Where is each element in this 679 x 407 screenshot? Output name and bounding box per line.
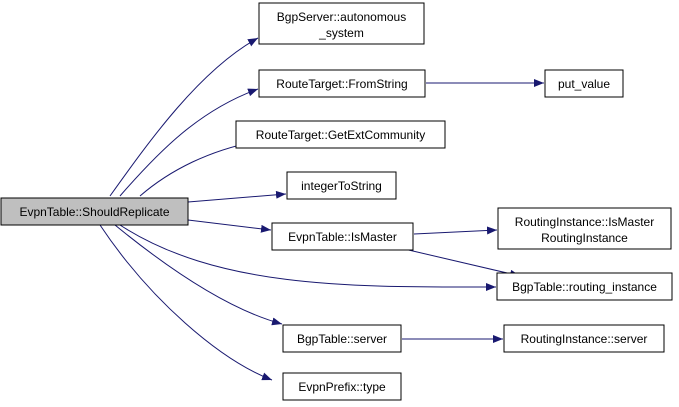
node-label: EvpnTable::IsMaster bbox=[288, 230, 397, 244]
edge-root-to-routetarget-getextcommunity bbox=[139, 138, 259, 197]
edge-root-to-evpnprefix-type bbox=[99, 224, 273, 381]
edge-ismaster-to-routinginstance-ismaster bbox=[413, 226, 498, 235]
node-label: put_value bbox=[558, 77, 610, 91]
node-label: RouteTarget::FromString bbox=[276, 77, 407, 91]
edge-root-to-evpntable-ismaster bbox=[187, 219, 272, 233]
node-routetarget-fromstring[interactable]: RouteTarget::FromString bbox=[258, 69, 426, 98]
node-label: BgpTable::server bbox=[297, 332, 387, 346]
edge-root-to-routing-instance bbox=[119, 224, 497, 292]
nodes: EvpnTable::ShouldReplicate BgpServer::au… bbox=[0, 2, 673, 401]
node-box bbox=[544, 69, 624, 98]
edge-root-to-bgptable-server bbox=[114, 224, 283, 326]
node-label-line-1: BgpServer::autonomous bbox=[277, 10, 406, 24]
node-evpnprefix-type[interactable]: EvpnPrefix::type bbox=[282, 372, 402, 401]
node-label: RouteTarget::GetExtCommunity bbox=[256, 128, 425, 142]
node-evpntable-ismaster[interactable]: EvpnTable::IsMaster bbox=[271, 222, 414, 251]
node-box bbox=[235, 120, 446, 149]
node-box bbox=[282, 372, 402, 401]
node-label: EvpnTable::ShouldReplicate bbox=[19, 205, 169, 219]
node-bgptable-routing-instance[interactable]: BgpTable::routing_instance bbox=[496, 272, 673, 301]
node-label-line-2: _system bbox=[318, 26, 364, 40]
node-label-line-1: RoutingInstance::IsMaster bbox=[515, 215, 654, 229]
node-routinginstance-ismaster[interactable]: RoutingInstance::IsMaster RoutingInstanc… bbox=[497, 207, 672, 250]
node-box bbox=[282, 324, 402, 353]
node-box bbox=[496, 272, 673, 301]
node-box bbox=[258, 2, 425, 45]
node-box bbox=[271, 222, 414, 251]
edge-root-to-bgp-autonomous-system bbox=[109, 37, 259, 197]
node-label: RoutingInstance::server bbox=[521, 332, 648, 346]
edge-root-to-routetarget-fromstring bbox=[119, 88, 259, 197]
node-label: EvpnPrefix::type bbox=[298, 380, 386, 394]
node-label: integerToString bbox=[301, 179, 382, 193]
node-evpntable-shouldreplicate[interactable]: EvpnTable::ShouldReplicate bbox=[0, 197, 189, 226]
node-bgpserver-autonomous-system[interactable]: BgpServer::autonomous _system bbox=[258, 2, 425, 45]
node-box bbox=[503, 324, 665, 353]
edge-root-to-integertostring bbox=[187, 190, 287, 203]
node-box bbox=[0, 197, 189, 226]
edge-ismaster-to-routing-instance bbox=[399, 247, 521, 278]
node-box bbox=[286, 171, 397, 200]
node-box bbox=[258, 69, 426, 98]
node-routetarget-getextcommunity[interactable]: RouteTarget::GetExtCommunity bbox=[235, 120, 446, 149]
node-bgptable-server[interactable]: BgpTable::server bbox=[282, 324, 402, 353]
node-label-line-2: RoutingInstance bbox=[541, 231, 628, 245]
node-integertostring[interactable]: integerToString bbox=[286, 171, 397, 200]
node-put-value[interactable]: put_value bbox=[544, 69, 624, 98]
node-box bbox=[497, 207, 672, 250]
node-label: BgpTable::routing_instance bbox=[512, 280, 657, 294]
node-routinginstance-server[interactable]: RoutingInstance::server bbox=[503, 324, 665, 353]
edges bbox=[99, 37, 544, 381]
